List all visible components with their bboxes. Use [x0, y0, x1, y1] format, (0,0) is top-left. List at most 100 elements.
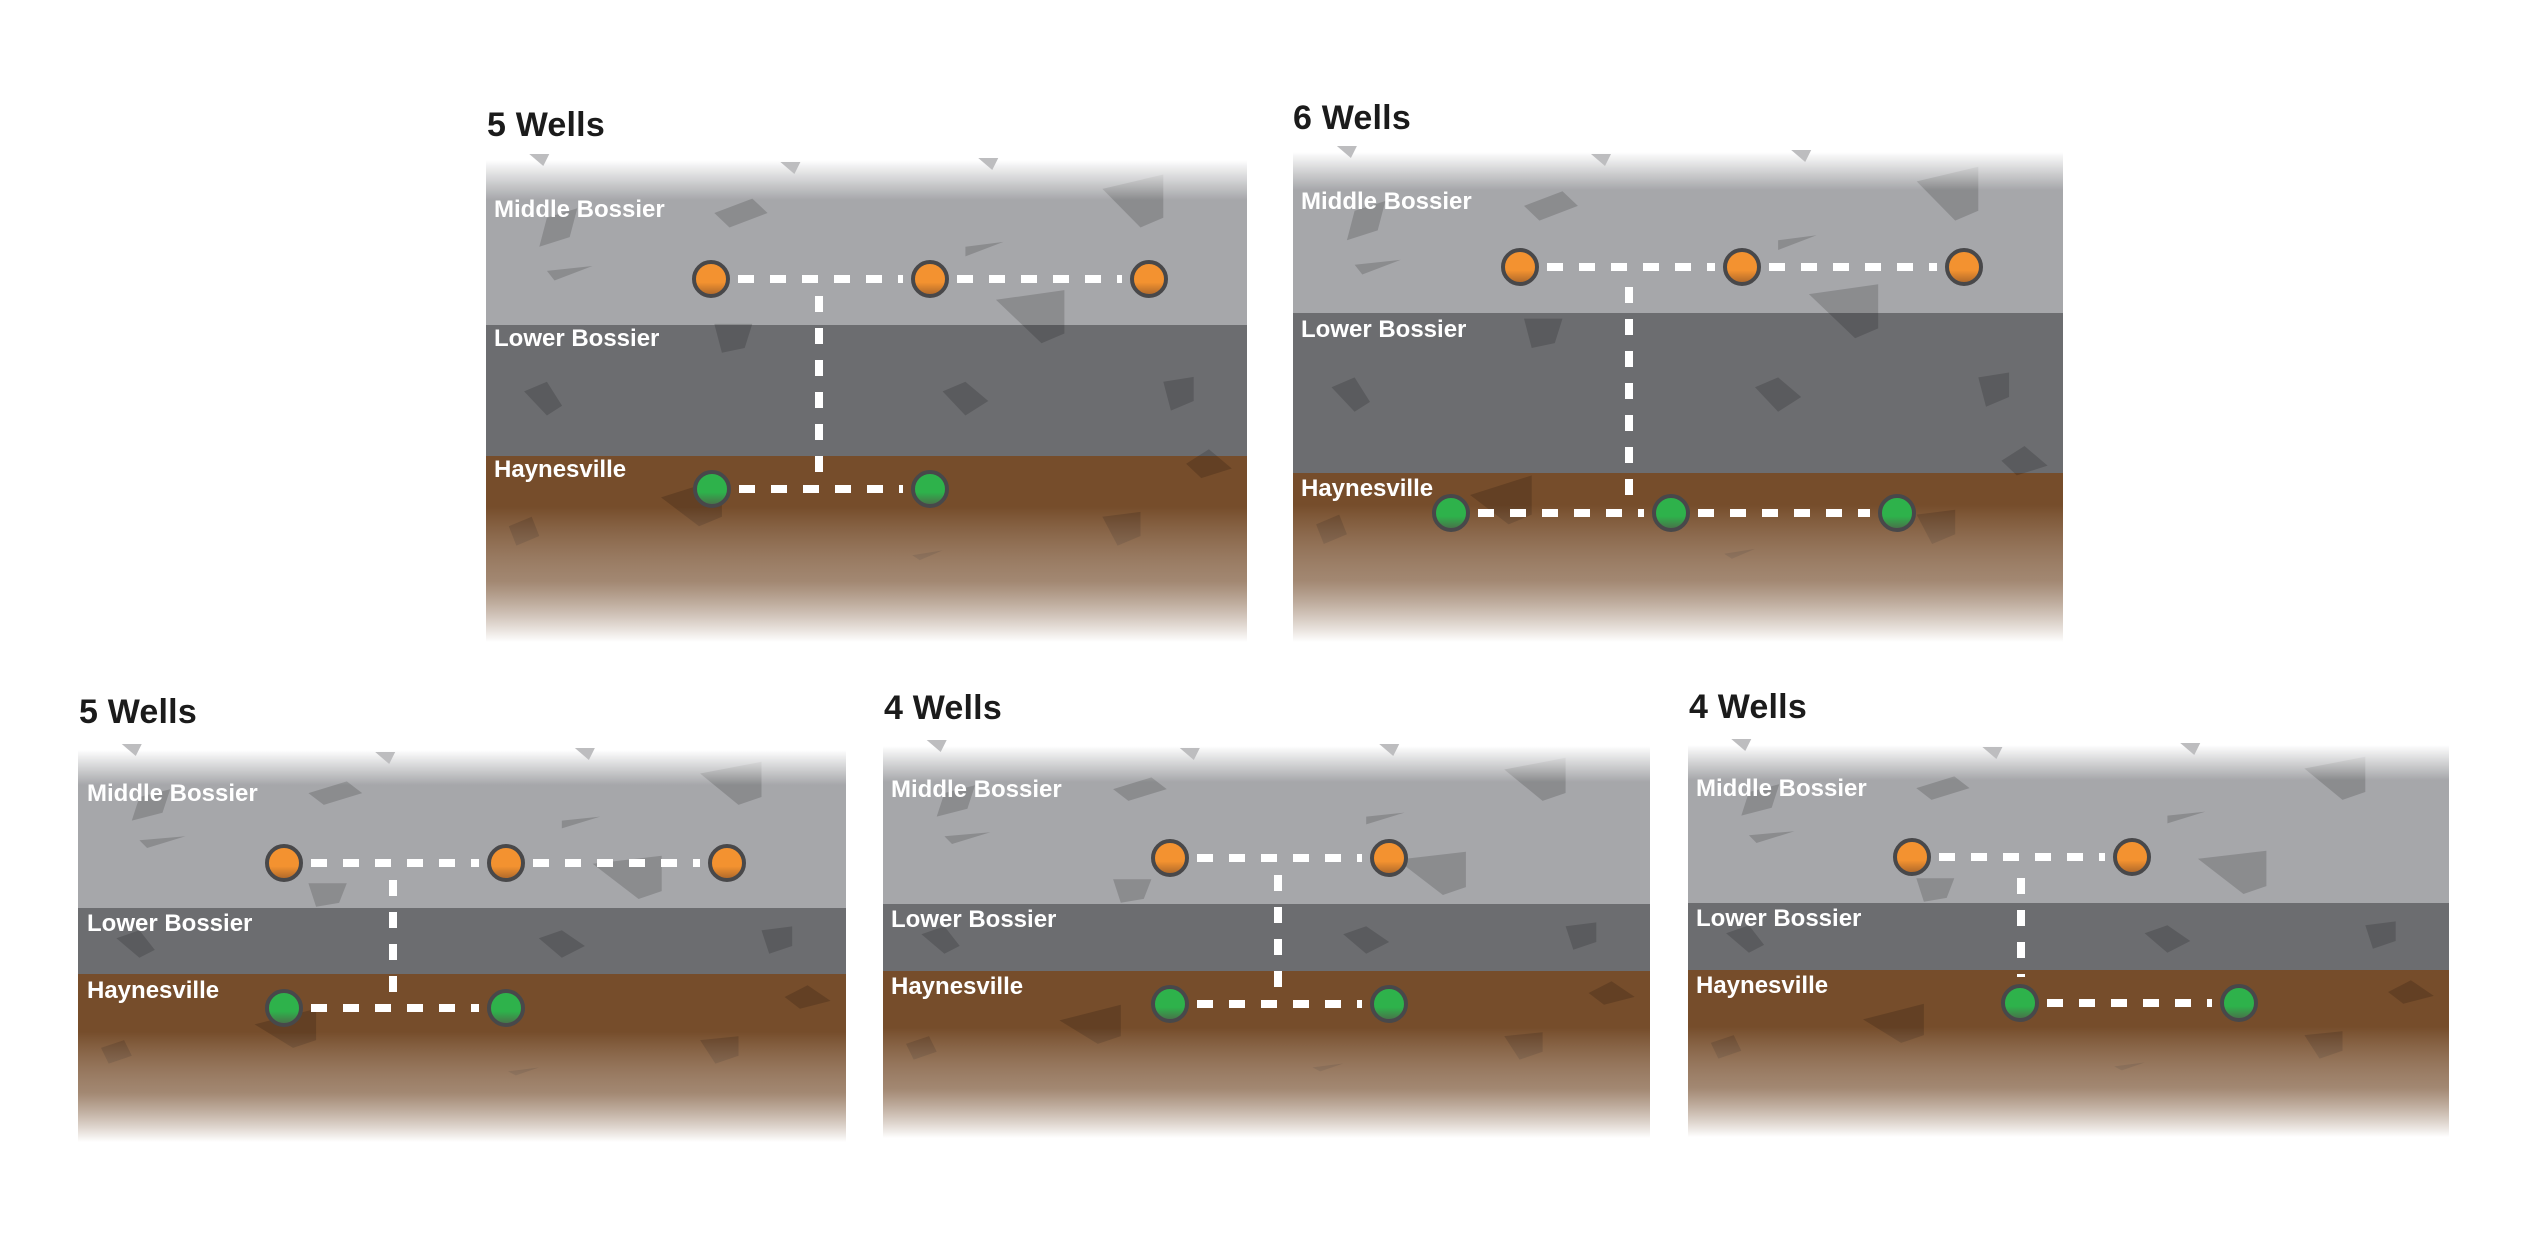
rock-fragment — [1791, 150, 1812, 162]
well-spacing-panel: Middle Bossier Lower Bossier Haynesville — [78, 744, 846, 1142]
bottom-fade — [486, 507, 1247, 642]
layer-lower-bossier — [486, 325, 1247, 456]
middle-bossier-well — [1370, 839, 1408, 877]
lateral-lines — [738, 275, 1122, 493]
panel-title: 4 Wells — [1689, 688, 1807, 726]
layer-label-middle-bossier: Middle Bossier — [87, 780, 258, 807]
bottom-fade — [78, 1032, 846, 1142]
panel-title: 6 Wells — [1293, 99, 1411, 137]
rock-fragment — [2388, 980, 2434, 1004]
panel-title: 5 Wells — [79, 693, 197, 731]
rock-fragment — [1366, 812, 1405, 825]
rock-fragment — [561, 816, 601, 829]
middle-bossier-well — [1945, 248, 1983, 286]
rock-fragment — [1524, 318, 1563, 348]
rock-fragment — [1179, 748, 1200, 760]
rock-fragment — [1346, 201, 1386, 241]
rock-fragment — [1916, 776, 1970, 800]
haynesville-well — [1432, 494, 1470, 532]
panel-title: 5 Wells — [487, 106, 605, 144]
rock-fragment — [375, 752, 396, 764]
cross-section-graphic — [78, 744, 846, 1142]
layer-label-middle-bossier: Middle Bossier — [494, 196, 665, 223]
middle-bossier-well — [911, 260, 949, 298]
rock-fragment — [1396, 851, 1466, 895]
rock-fragment — [942, 381, 989, 416]
rock-fragment — [1336, 146, 1357, 158]
middle-bossier-well — [265, 844, 303, 882]
rock-fragment — [538, 930, 585, 958]
wells — [1432, 248, 1983, 532]
rock-fragment — [1916, 878, 1955, 902]
rock-fragment — [1748, 831, 1795, 843]
rock-fragment — [784, 985, 831, 1009]
lateral-lines — [311, 859, 700, 1012]
layer-lower-bossier — [883, 904, 1650, 971]
middle-bossier-well — [2113, 838, 2151, 876]
rock-fragment — [936, 785, 975, 817]
rock-fragment — [2180, 743, 2201, 755]
haynesville-well — [1151, 985, 1189, 1023]
rock-fragment — [1379, 744, 1400, 756]
rock-fragment — [1808, 284, 1879, 339]
middle-bossier-well — [1501, 248, 1539, 286]
rock-fragment — [965, 241, 1004, 257]
bottom-fade — [1688, 1027, 2449, 1137]
haynesville-well — [487, 989, 525, 1027]
rock-fragment — [308, 883, 347, 907]
rock-fragment — [1731, 739, 1752, 751]
rock-fragment — [714, 198, 768, 228]
rock-fragment — [1982, 747, 2003, 759]
haynesville-well — [911, 470, 949, 508]
top-fade — [883, 746, 1650, 782]
well-spacing-panel: Middle Bossier Lower Bossier Haynesville — [486, 154, 1247, 642]
rock-fragment — [921, 926, 960, 954]
rock-fragment — [995, 290, 1065, 344]
haynesville-well — [2220, 984, 2258, 1022]
lateral-lines — [1197, 854, 1362, 1008]
rock-fragment — [2197, 850, 2267, 894]
layer-lower-bossier — [1688, 903, 2449, 970]
middle-bossier-well — [1130, 260, 1168, 298]
rock-fragment — [574, 748, 595, 760]
cross-section-graphic — [883, 740, 1650, 1138]
rock-fragment — [116, 930, 155, 958]
layer-label-lower-bossier: Lower Bossier — [1696, 905, 1862, 932]
cross-section-graphic — [1688, 739, 2449, 1137]
layer-label-haynesville: Haynesville — [1696, 972, 1829, 999]
rock-fragment — [1186, 449, 1232, 479]
rock-fragment — [121, 744, 142, 756]
rock-fragment — [539, 208, 578, 247]
haynesville-well — [693, 470, 731, 508]
layer-lower-bossier — [1293, 313, 2063, 473]
rock-fragment — [1113, 879, 1152, 903]
layer-label-middle-bossier: Middle Bossier — [1696, 775, 1867, 802]
wells — [1893, 838, 2258, 1022]
cross-section-graphic — [486, 154, 1247, 642]
bottom-fade — [883, 1028, 1650, 1138]
rock-fragment — [1778, 235, 1817, 250]
haynesville-well — [1652, 494, 1690, 532]
rock-fragment — [308, 781, 363, 805]
cross-section-graphic — [1293, 146, 2063, 642]
middle-bossier-well — [708, 844, 746, 882]
top-fade — [486, 160, 1247, 200]
layer-label-lower-bossier: Lower Bossier — [494, 325, 660, 352]
rock-fragment — [926, 740, 947, 752]
top-fade — [1293, 152, 2063, 190]
rock-fragment — [1163, 376, 1194, 411]
lateral-lines — [1939, 853, 2212, 1007]
rock-fragment — [1978, 372, 2010, 407]
rock-fragment — [1343, 926, 1390, 954]
rock-fragment — [529, 154, 550, 166]
rock-fragment — [524, 381, 563, 416]
middle-bossier-well — [487, 844, 525, 882]
rock-fragment — [1565, 922, 1597, 950]
layer-label-lower-bossier: Lower Bossier — [87, 910, 253, 937]
well-spacing-panel: Middle Bossier Lower Bossier Haynesville — [883, 740, 1650, 1138]
layer-label-middle-bossier: Middle Bossier — [1301, 188, 1472, 215]
middle-bossier-well — [1723, 248, 1761, 286]
rock-fragment — [761, 926, 793, 954]
middle-bossier-well — [692, 260, 730, 298]
rock-fragment — [546, 266, 593, 281]
